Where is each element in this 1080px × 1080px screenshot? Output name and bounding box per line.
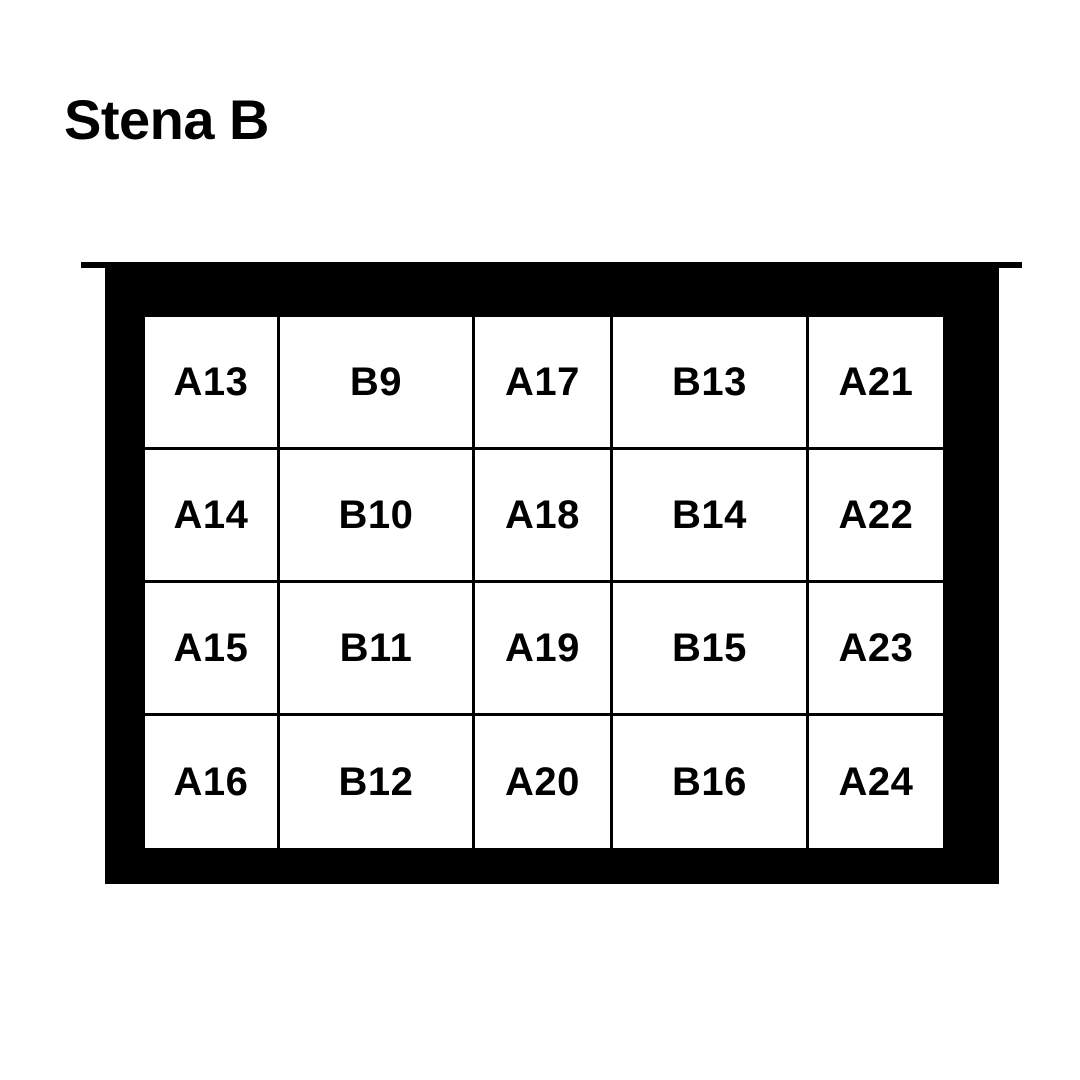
page-title: Stena B bbox=[64, 88, 270, 151]
panel-cell[interactable]: A24 bbox=[809, 716, 943, 848]
panel-cell[interactable]: A16 bbox=[145, 716, 280, 848]
panel-cell[interactable]: A22 bbox=[809, 450, 943, 583]
panel-cell[interactable]: A18 bbox=[475, 450, 613, 583]
panel-cell[interactable]: B10 bbox=[280, 450, 475, 583]
ceiling-rail-line bbox=[81, 262, 1022, 268]
panel-cell[interactable]: B9 bbox=[280, 317, 475, 450]
panel-cell[interactable]: A20 bbox=[475, 716, 613, 848]
panel-cell[interactable]: A13 bbox=[145, 317, 280, 450]
panel-cell[interactable]: B16 bbox=[613, 716, 809, 848]
panel-cell[interactable]: B13 bbox=[613, 317, 809, 450]
panel-cell[interactable]: A19 bbox=[475, 583, 613, 716]
panel-cell[interactable]: B11 bbox=[280, 583, 475, 716]
panel-cell[interactable]: B15 bbox=[613, 583, 809, 716]
panel-cell[interactable]: A17 bbox=[475, 317, 613, 450]
panel-cell[interactable]: B14 bbox=[613, 450, 809, 583]
panel-cell[interactable]: A21 bbox=[809, 317, 943, 450]
panel-cell[interactable]: A15 bbox=[145, 583, 280, 716]
panel-cell[interactable]: A14 bbox=[145, 450, 280, 583]
panel-cell[interactable]: B12 bbox=[280, 716, 475, 848]
panel-cell[interactable]: A23 bbox=[809, 583, 943, 716]
